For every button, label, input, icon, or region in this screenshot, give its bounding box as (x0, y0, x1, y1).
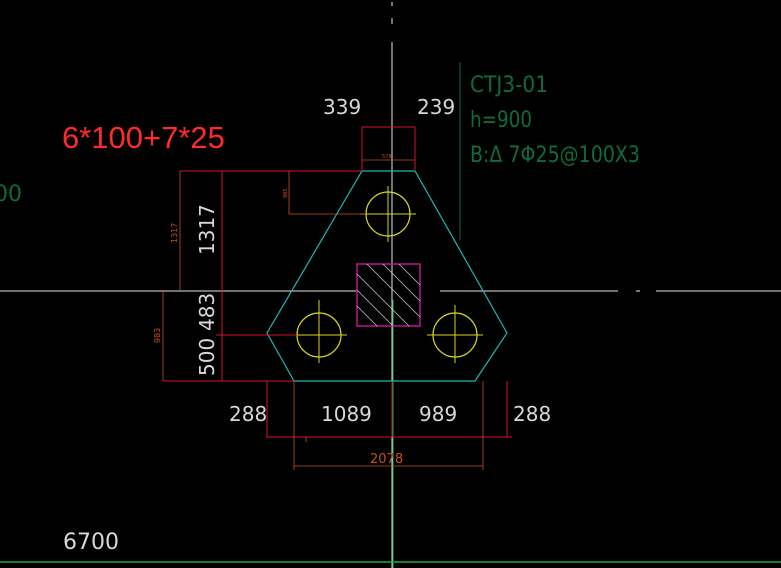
dim-top-right: 239 (417, 95, 455, 119)
dim-left-lower-small: 983 (153, 328, 162, 343)
pile-right[interactable] (427, 305, 483, 363)
column[interactable] (356, 263, 421, 327)
dim-left-mid: 483 (195, 293, 219, 331)
pile-left[interactable] (291, 300, 347, 363)
dim-bottom-left-outer: 288 (229, 402, 267, 426)
dim-side-left-small: 985 (283, 188, 289, 198)
dim-top-left: 339 (323, 95, 361, 119)
formula-note: 6*100+7*25 (62, 120, 225, 155)
edge-label: 00 (0, 182, 22, 207)
dim-bottom-right-outer: 288 (513, 402, 551, 426)
dim-left-lower: 500 (195, 338, 219, 376)
dim-bottom-total: 2078 (370, 452, 403, 467)
dim-bottom-right-inner: 989 (419, 402, 457, 426)
pile-top[interactable] (360, 186, 416, 242)
pile-cap-rebar: B:Δ 7Φ25@100X3 (470, 143, 640, 168)
axis-label-6700: 6700 (63, 530, 119, 555)
piles (291, 186, 483, 363)
dim-left-upper-small: 1317 (170, 223, 179, 243)
pile-cap-label: CTJ3-01 (470, 73, 548, 98)
pile-cap-height: h=900 (470, 108, 532, 133)
dimension-lines (162, 126, 512, 470)
dim-bottom-left-inner: 1089 (321, 402, 372, 426)
dim-left-upper: 1317 (195, 204, 219, 255)
dim-top-small: 578 (382, 154, 392, 160)
